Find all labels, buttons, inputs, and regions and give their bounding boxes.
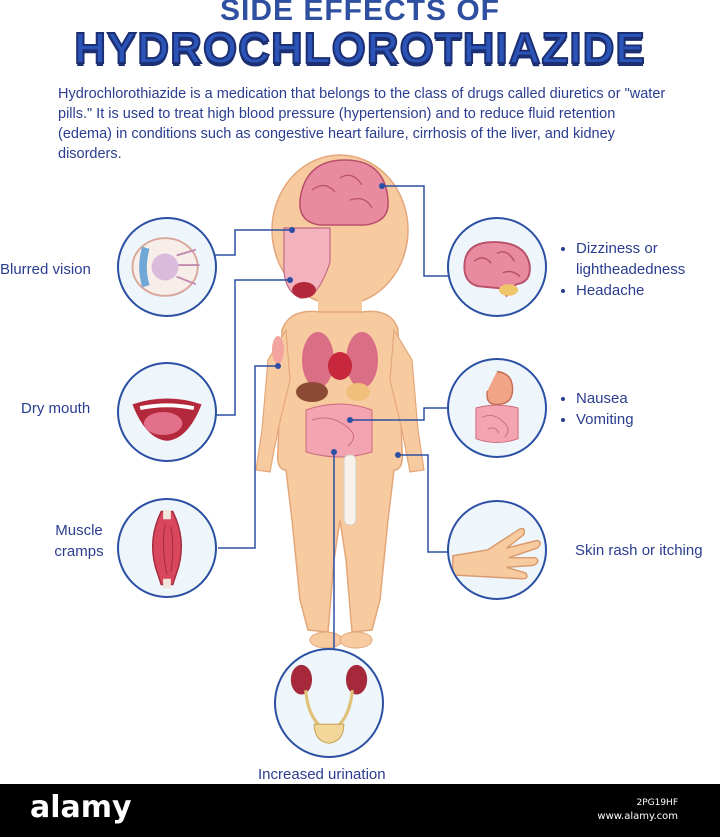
- label-increased-urination: Increased urination: [258, 766, 386, 783]
- label-nausea-list: Nausea Vomiting: [562, 388, 634, 430]
- label-dizziness: Dizziness or lightheadedness: [576, 238, 720, 280]
- stomach-icon: [475, 370, 519, 444]
- label-headache: Headache: [576, 280, 720, 301]
- title-line-1: SIDE EFFECTS OF: [219, 0, 501, 27]
- kidney-circle: [274, 648, 384, 758]
- label-blurred-vision: Blurred vision: [0, 261, 91, 278]
- label-dry-mouth: Dry mouth: [21, 400, 91, 417]
- connector-lines: [215, 185, 448, 650]
- skin-circle: [447, 500, 547, 600]
- brain-icon: [463, 241, 531, 298]
- connector-dots: [275, 183, 401, 458]
- label-nausea: Nausea: [576, 388, 634, 409]
- label-skin-rash: Skin rash or itching: [575, 542, 703, 559]
- footer-url: www.alamy.com: [597, 811, 678, 822]
- footer-bar: alamy 2PG19HF www.alamy.com: [0, 784, 720, 837]
- eye-icon: [131, 237, 200, 297]
- mouth-circle: [117, 362, 217, 462]
- muscle-icon: [151, 509, 183, 589]
- label-dizziness-list: Dizziness or lightheadedness Headache: [562, 238, 720, 301]
- kidney-icon: [290, 664, 368, 744]
- mouth-icon: [132, 398, 202, 441]
- hand-icon: [452, 527, 541, 580]
- brain-circle: [447, 217, 547, 317]
- alamy-logo: alamy: [30, 790, 132, 825]
- image-id: 2PG19HF: [636, 798, 678, 808]
- muscle-circle: [117, 498, 217, 598]
- eye-circle: [117, 217, 217, 317]
- title-line-2: HYDROCHLOROTHIAZIDE: [73, 23, 646, 74]
- human-body-illustration: [255, 154, 425, 649]
- label-vomiting: Vomiting: [576, 409, 634, 430]
- label-muscle-cramps: Muscle cramps: [54, 522, 104, 560]
- intro-text: Hydrochlorothiazide is a medication that…: [58, 86, 666, 162]
- stomach-circle: [447, 358, 547, 458]
